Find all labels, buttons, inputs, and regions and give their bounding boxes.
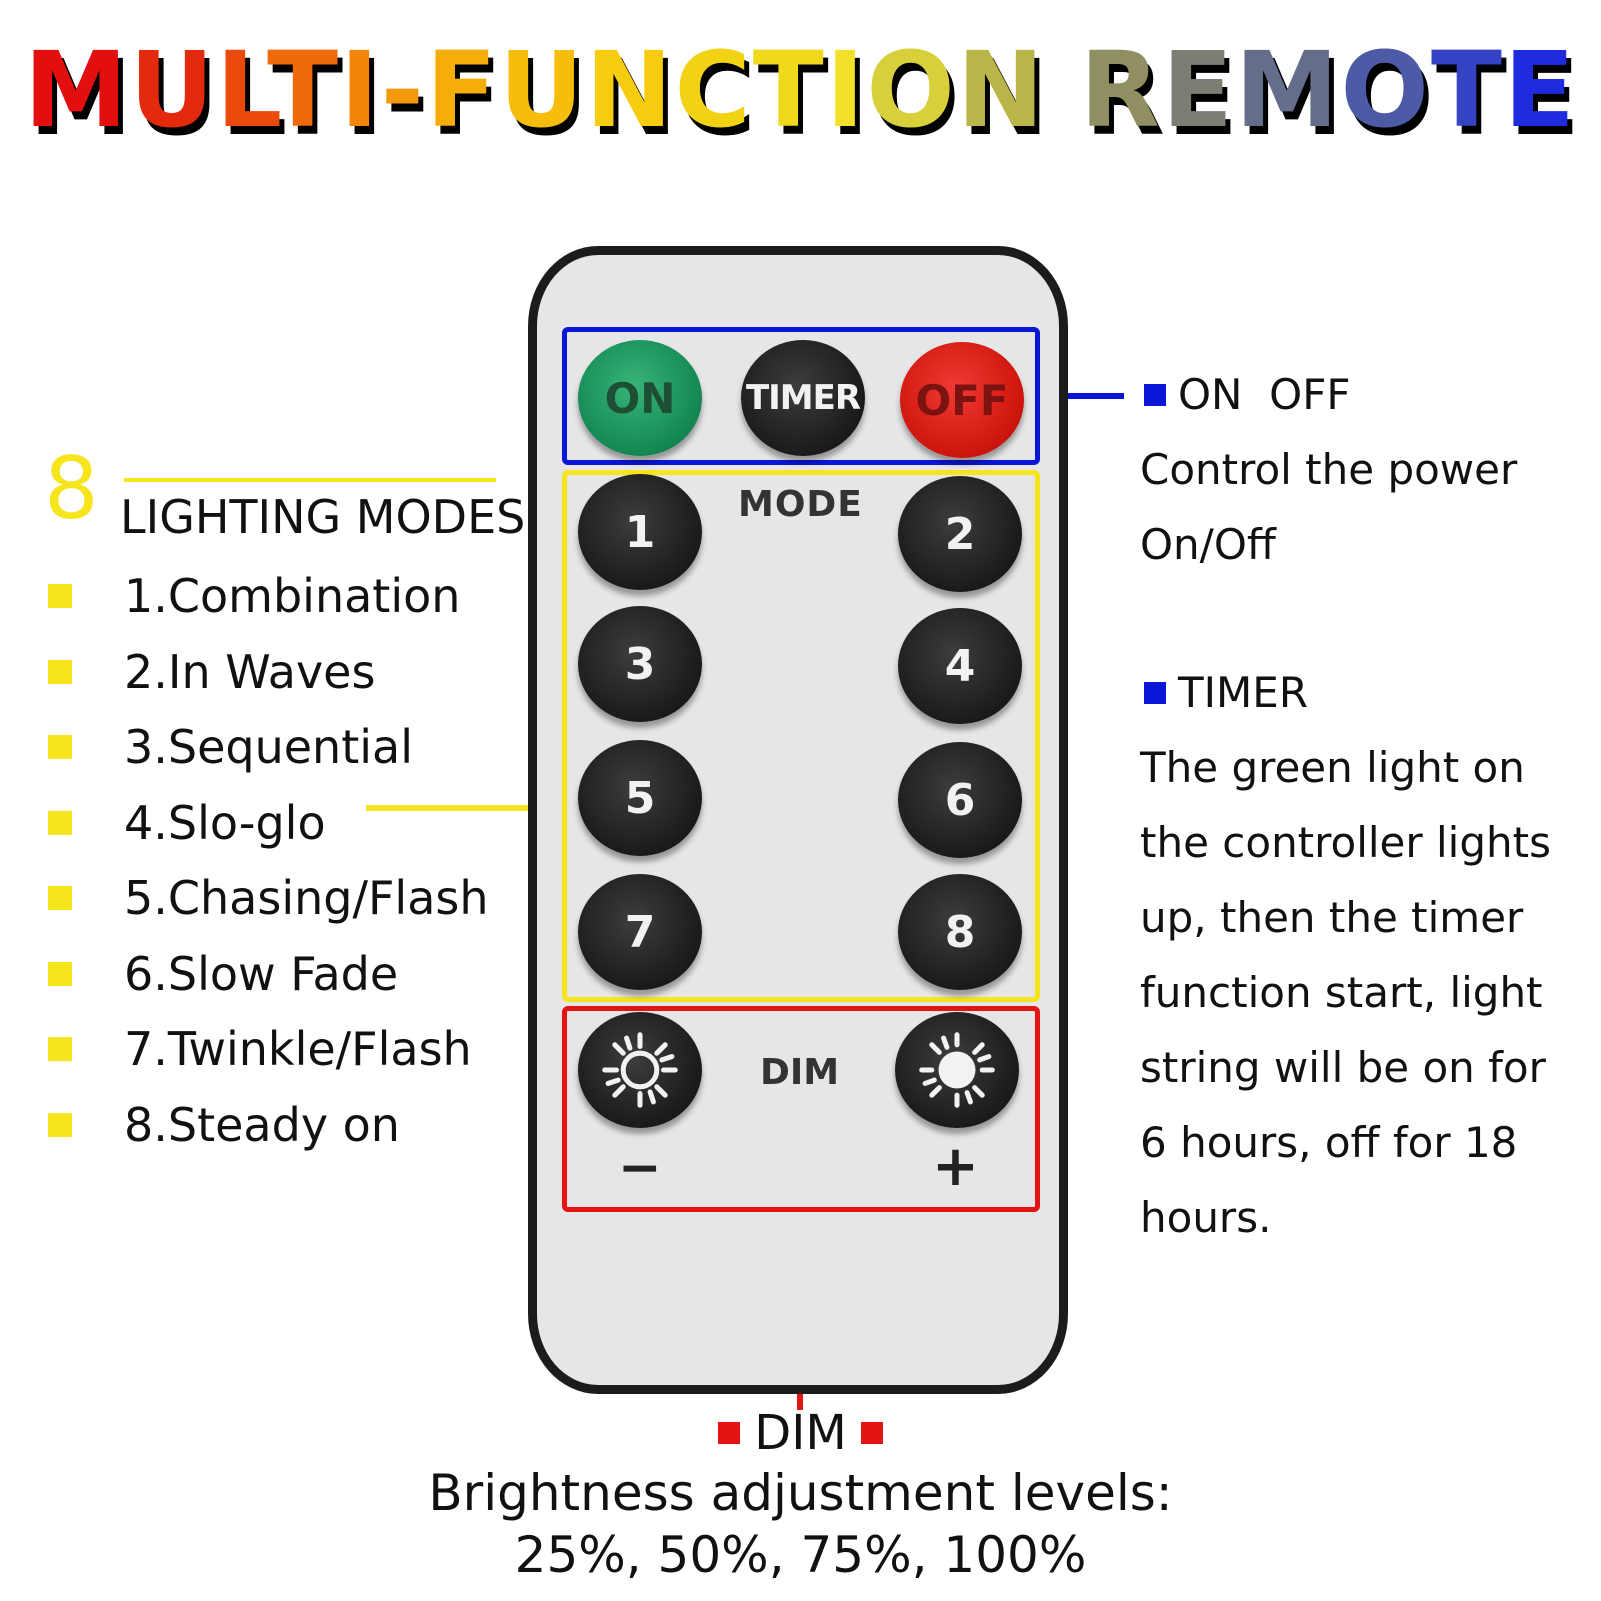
mode-list-item: 4.Slo-glo [48, 793, 326, 853]
mode-list-item-text: 8.Steady on [124, 1097, 400, 1152]
mode-list-item: 1.Combination [48, 566, 460, 626]
mode-button-7[interactable]: 7 [578, 874, 702, 990]
title-letter: E [1503, 29, 1577, 151]
mode-list-item-text: 5.Chasing/Flash [124, 871, 489, 925]
blue-square-icon [1144, 383, 1166, 406]
mode-list-item-text: 3.Sequential [124, 720, 413, 774]
title-letter: M [24, 29, 130, 151]
mode-button-1[interactable]: 1 [578, 474, 702, 590]
title-letter: O [1340, 29, 1431, 151]
mode-list-item-text: 2.In Waves [124, 644, 376, 699]
timer-heading: TIMER [1144, 668, 1308, 717]
page-title: MULTI-FUNCTION REMOTE [0, 38, 1601, 142]
title-letter: T [1430, 29, 1504, 151]
yellow-square-icon [48, 961, 72, 986]
title-letter: I [340, 29, 381, 151]
title-letter: N [585, 29, 675, 151]
onoff-description: Control the power On/Off [1140, 432, 1517, 582]
title-letter: N [956, 29, 1046, 151]
title-letter: L [216, 29, 268, 151]
title-letter: T [267, 29, 341, 151]
yellow-square-icon [48, 584, 72, 608]
title-letter: E [1161, 29, 1236, 151]
title-letter: U [498, 29, 586, 151]
timer-description: The green light on the controller lights u… [1140, 730, 1551, 1255]
dim-minus-label: − [618, 1138, 662, 1198]
power-zone-outline [562, 327, 1040, 465]
yellow-square-icon [48, 810, 72, 835]
mode-list-item-text: 6.Slow Fade [124, 946, 399, 1001]
dim-down-button[interactable] [578, 1012, 702, 1128]
onoff-heading-text: ON OFF [1178, 370, 1351, 419]
timer-line: The green light on [1140, 743, 1525, 792]
yellow-square-icon [48, 1037, 72, 1061]
timer-line: the controller lights [1140, 818, 1551, 867]
mode-button-5[interactable]: 5 [578, 740, 702, 856]
mode-list-item: 5.Chasing/Flash [48, 868, 489, 928]
yellow-square-icon [48, 659, 72, 684]
mode-list-item-text: 4.Slo-glo [124, 795, 326, 850]
mode-list-item: 3.Sequential [48, 717, 413, 777]
mode-list-item: 6.Slow Fade [48, 944, 398, 1004]
mode-button-4[interactable]: 4 [898, 608, 1022, 724]
title-letter: U [129, 29, 216, 151]
title-letter: R [1079, 29, 1162, 151]
dim-zone-outline [562, 1006, 1040, 1212]
dim-heading-text: DIM [754, 1405, 847, 1461]
yellow-square-icon [48, 735, 72, 759]
title-letter: O [866, 29, 957, 151]
off-button[interactable]: OFF [900, 342, 1024, 458]
title-letter: M [1235, 29, 1341, 151]
mode-list-item: 2.In Waves [48, 642, 375, 702]
timer-line: up, then the timer [1140, 893, 1524, 942]
on-button[interactable]: ON [578, 340, 702, 456]
onoff-heading: ON OFF [1144, 370, 1351, 419]
yellow-square-icon [48, 1112, 72, 1137]
dim-heading: DIM [0, 1405, 1601, 1461]
mode-list-item-text: 1.Combination [124, 569, 461, 623]
timer-line: function start, light [1140, 968, 1543, 1017]
title-letter: F [425, 29, 499, 151]
timer-line: 6 hours, off for 18 [1140, 1118, 1518, 1167]
dim-plus-label: + [932, 1134, 979, 1199]
mode-button-2[interactable]: 2 [898, 476, 1022, 592]
dim-label: DIM [760, 1052, 840, 1093]
blue-square-icon [1144, 681, 1166, 704]
onoff-line: On/Off [1140, 520, 1276, 569]
dim-description-line2: 25%, 50%, 75%, 100% [514, 1526, 1087, 1584]
mode-label: MODE [738, 484, 863, 525]
red-square-icon [860, 1422, 883, 1444]
mode-list-item: 7.Twinkle/Flash [48, 1019, 472, 1079]
title-letter: - [380, 29, 426, 151]
red-square-icon [718, 1422, 741, 1444]
mode-button-6[interactable]: 6 [898, 742, 1022, 858]
title-letter: C [674, 29, 753, 151]
sun-filled-icon [919, 1032, 995, 1108]
title-letter: T [752, 29, 826, 151]
yellow-square-icon [48, 886, 72, 910]
dim-up-button[interactable] [895, 1012, 1019, 1128]
mode-list-item: 8.Steady on [48, 1095, 400, 1155]
mode-list-item-text: 7.Twinkle/Flash [124, 1022, 472, 1076]
mode-zone-outline [562, 470, 1040, 1002]
mode-button-8[interactable]: 8 [898, 874, 1022, 990]
sun-outline-icon [602, 1032, 678, 1108]
onoff-line: Control the power [1140, 445, 1518, 494]
mode-button-3[interactable]: 3 [578, 606, 702, 722]
timer-heading-text: TIMER [1178, 668, 1308, 717]
timer-button[interactable]: TIMER [741, 340, 865, 456]
dim-description-line1: Brightness adjustment levels: [428, 1464, 1173, 1522]
title-letter: I [825, 29, 867, 151]
modes-count: 8 [44, 439, 99, 539]
timer-line: string will be on for [1140, 1043, 1546, 1092]
modes-title: LIGHTING MODES [120, 490, 526, 544]
timer-line: hours. [1140, 1193, 1272, 1242]
